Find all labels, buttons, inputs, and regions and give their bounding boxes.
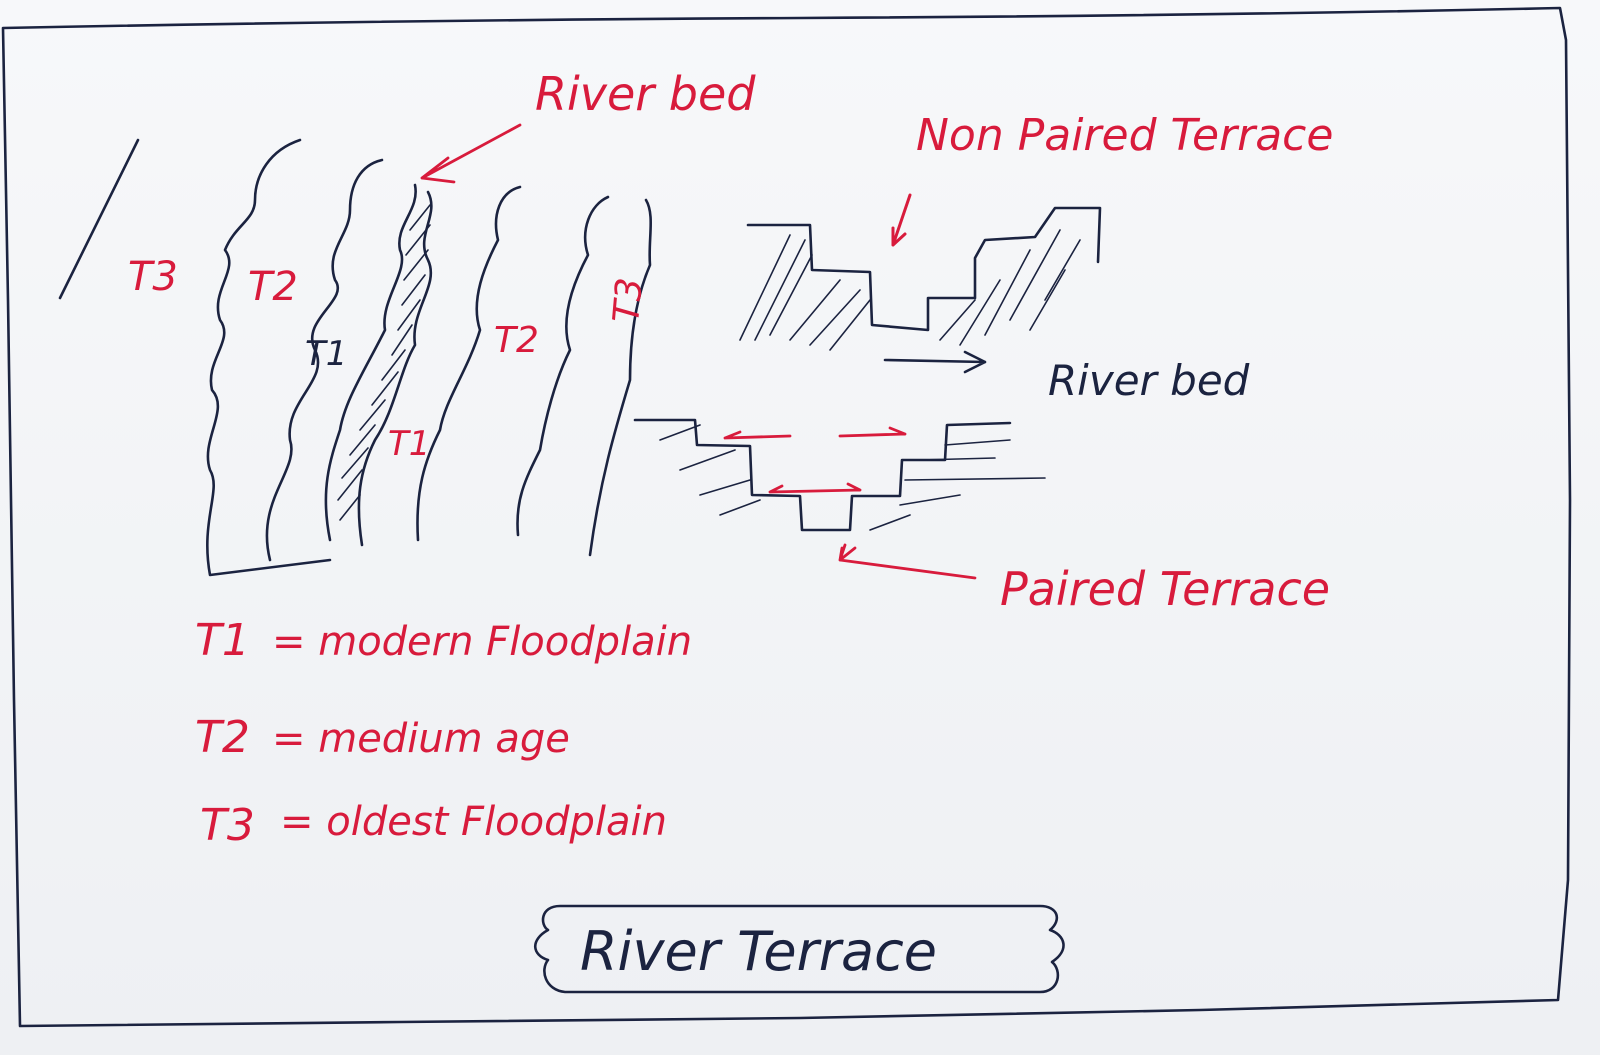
legend: T1 = modern Floodplain T2 = medium age T… [195,615,692,851]
legend-t2-term: T2 [195,712,250,763]
label-t3-left: T3 [128,254,178,300]
non-paired-terrace-sketch: Non Paired Terrace River bed [739,110,1333,405]
paired-terrace-sketch: Paired Terrace [633,418,1330,616]
river-channel-hatching [337,204,431,521]
non-paired-river-bed-arrow [883,350,987,374]
legend-t1-definition: = modern Floodplain [272,619,692,665]
non-paired-terrace-profile [746,206,1102,332]
title-brace-frame [533,904,1065,994]
terrace-cross-section: T3 T2 T1 T1 T2 T3 [58,138,653,577]
non-paired-pointer-arrow [891,193,912,247]
label-t3-right: T3 [606,276,651,324]
paired-lower-level-arrow [768,482,862,494]
t3-right-boundary [588,198,653,557]
label-t1-right: T1 [388,424,430,464]
t2-left-boundary [265,158,384,562]
label-river-bed-right: River bed [1048,356,1250,405]
legend-t1-term: T1 [195,615,250,666]
label-non-paired-terrace: Non Paired Terrace [916,110,1333,161]
label-t2-left: T2 [248,264,298,310]
paired-pointer-arrow [838,543,977,580]
t3-left-boundary [206,138,332,577]
non-paired-right-slope-hatching [939,229,1081,346]
paired-left-slope-hatching [659,424,761,516]
river-bed-arrow [420,123,522,184]
title-text: River Terrace [580,920,937,983]
label-paired-terrace: Paired Terrace [1000,562,1330,616]
paired-upper-level-arrow [723,426,907,440]
t2-right-boundary [516,195,610,537]
label-t2-right: T2 [494,320,539,361]
label-river-bed-top: River bed [535,67,756,121]
river-channel-right-bank [357,190,433,547]
label-t1-left: T1 [305,334,347,374]
river-channel-left-bank [324,183,417,542]
t1-right-boundary [416,185,522,542]
paired-terrace-profile [633,418,1012,532]
river-bed-top-callout: River bed [420,67,756,184]
page-border [1,6,1572,1028]
legend-t3-definition: = oldest Floodplain [280,799,667,845]
paired-right-slope-hatching [869,439,1046,531]
title-box: River Terrace [533,904,1065,994]
legend-t3-term: T3 [200,800,255,851]
legend-t2-definition: = medium age [272,716,570,762]
valley-side-line [58,138,140,300]
non-paired-left-slope-hatching [739,234,871,351]
